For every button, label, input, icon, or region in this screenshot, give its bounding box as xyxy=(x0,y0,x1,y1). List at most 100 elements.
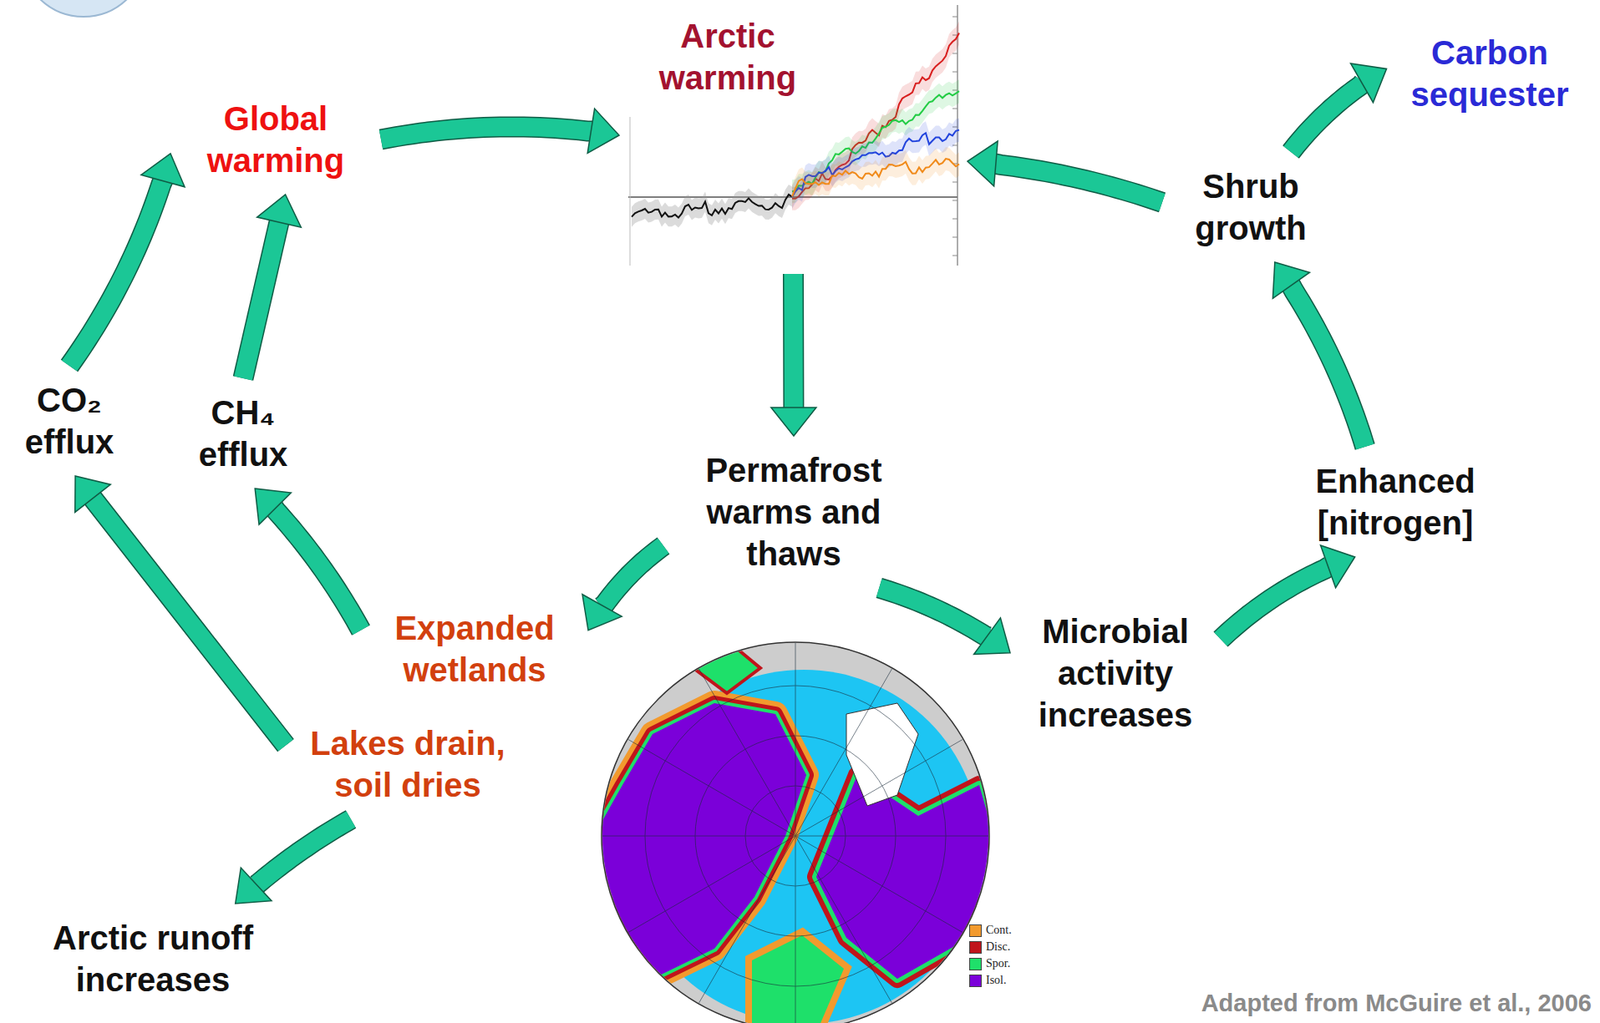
chart-tick xyxy=(952,218,958,220)
block-arrow xyxy=(1220,545,1356,640)
block-arrow xyxy=(69,153,185,366)
chart-envelope xyxy=(792,118,960,209)
arrow-shaft xyxy=(784,274,803,410)
block-arrow xyxy=(582,546,664,631)
arrow-shaft xyxy=(243,220,280,379)
meridian-line xyxy=(795,739,964,837)
arrow-shaft xyxy=(994,163,1163,204)
warming-chart xyxy=(628,5,960,266)
meridian-line xyxy=(795,836,797,1023)
arrow-head xyxy=(582,594,622,631)
block-arrow xyxy=(254,488,361,631)
arrow-head xyxy=(587,108,620,153)
chart-envelope xyxy=(792,147,960,209)
map-body xyxy=(584,642,1003,1023)
arrow-outline xyxy=(1220,566,1330,640)
legend-text: Isol. xyxy=(985,973,1007,989)
arrow-outline xyxy=(878,588,989,638)
legend-swatch xyxy=(969,958,982,971)
meridian-line xyxy=(698,668,796,837)
flux-label: CH₄ efflux xyxy=(183,386,303,481)
process-label: Microbial activity increases xyxy=(1018,605,1213,742)
map-legend: Cont.Disc.Spor.Isol. xyxy=(969,922,1012,990)
arrow-shaft xyxy=(1290,284,1365,447)
map-grid xyxy=(601,642,990,1023)
arrow-outline xyxy=(1290,284,1365,447)
map-land xyxy=(816,775,1003,980)
chart-line xyxy=(631,194,793,219)
chart-tick xyxy=(952,71,958,73)
block-arrow xyxy=(771,274,817,437)
arrow-outline xyxy=(782,274,804,410)
legend-row: Cont. xyxy=(969,922,1012,940)
legend-text: Disc. xyxy=(985,939,1011,955)
chart-line xyxy=(792,158,960,197)
meridian-line xyxy=(795,668,893,837)
arrow-head xyxy=(75,476,112,513)
outcome-label: Carbon sequester xyxy=(1395,26,1585,121)
map-land xyxy=(751,935,844,1023)
chart-envelope xyxy=(631,184,793,229)
meridian-line xyxy=(795,836,990,838)
block-arrow xyxy=(878,588,1011,655)
meridian-line xyxy=(698,836,796,1005)
arrow-head xyxy=(235,868,272,905)
chart-envelope xyxy=(792,20,960,210)
node-text: Enhanced [nitrogen] xyxy=(1299,460,1492,544)
arrow-head xyxy=(1320,545,1356,589)
process-label: Permafrost warms and thaws xyxy=(671,444,916,580)
meridian-line xyxy=(795,836,964,934)
source-note: Adapted from McGuire et al., 2006 xyxy=(1201,989,1592,1019)
node-text: Expanded wetlands xyxy=(374,607,575,691)
node-text: Arctic runoff increases xyxy=(40,917,266,1001)
process-label: Shrub growth xyxy=(1170,160,1331,254)
chart-tick xyxy=(952,182,958,183)
arrow-shaft xyxy=(254,819,351,886)
map-land xyxy=(816,775,1003,980)
legend-row: Disc. xyxy=(969,939,1012,956)
arrow-shaft xyxy=(380,126,593,140)
arrow-head xyxy=(141,153,185,188)
legend-swatch xyxy=(969,941,982,955)
effect-label: Expanded wetlands xyxy=(369,602,580,696)
arrow-head xyxy=(1272,262,1310,299)
node-text: Lakes drain, soil dries xyxy=(299,722,517,807)
arrow-shaft xyxy=(601,546,664,608)
process-label: Arctic runoff increases xyxy=(35,912,271,1006)
node-text: Carbon sequester xyxy=(1400,31,1580,116)
arrow-outline xyxy=(380,126,593,140)
greenland-ice xyxy=(846,703,919,807)
block-arrow xyxy=(967,141,1163,203)
process-label: Enhanced [nitrogen] xyxy=(1294,455,1497,549)
label-layer: Adapted from McGuire et al., 2006 xyxy=(1201,989,1592,1019)
meridian-line xyxy=(795,642,797,837)
block-arrow xyxy=(243,194,301,379)
chart-tick xyxy=(952,16,958,18)
meridian-line xyxy=(795,836,893,1005)
legend-row: Spor. xyxy=(969,955,1012,973)
arrow-shaft xyxy=(91,497,286,746)
permafrost-map xyxy=(584,642,1003,1023)
arrow-head xyxy=(974,618,1011,656)
arrow-shaft xyxy=(69,179,164,366)
effect-label: Global warming xyxy=(178,92,373,187)
effect-label: Lakes drain, soil dries xyxy=(294,717,522,812)
arrow-shaft xyxy=(878,588,989,638)
arrow-head xyxy=(1351,63,1387,103)
arrow-outline xyxy=(601,546,664,608)
meridian-line xyxy=(627,836,796,934)
arrow-outline xyxy=(274,507,361,631)
arrow-head xyxy=(254,488,291,525)
arrow-shaft xyxy=(1220,566,1330,640)
node-text: Permafrost warms and thaws xyxy=(676,449,911,575)
legend-text: Cont. xyxy=(985,923,1012,939)
arrow-shaft xyxy=(1290,81,1364,153)
node-text: Global warming xyxy=(183,97,368,182)
chart-tick xyxy=(952,200,958,202)
chart-tick xyxy=(952,108,958,110)
arrow-outline xyxy=(243,220,280,379)
block-arrow xyxy=(1290,63,1387,153)
block-arrow xyxy=(380,108,620,153)
chart-tick xyxy=(952,255,958,257)
